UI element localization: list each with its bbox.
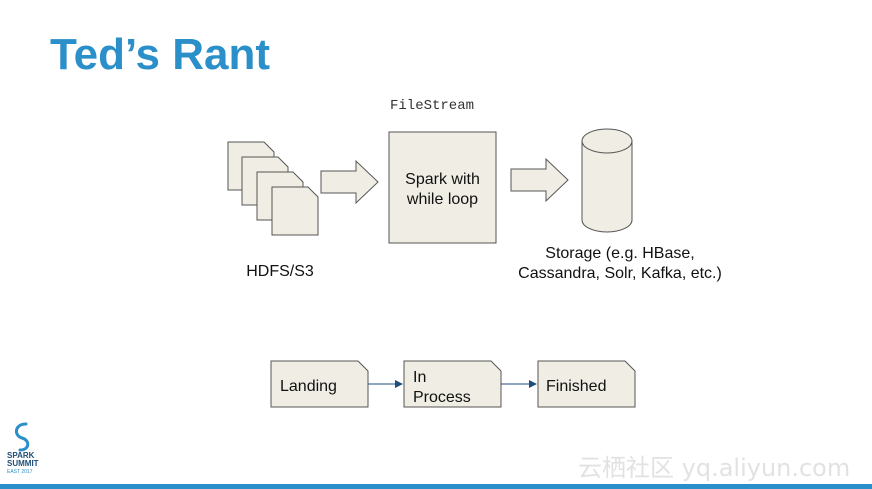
storage-label-line2: Cassandra, Solr, Kafka, etc.) (518, 265, 722, 282)
block-arrow-1 (320, 159, 379, 205)
logo-line2: SUMMIT (7, 459, 39, 468)
logo-line1: SPARK (7, 451, 35, 460)
spark-box-label: Spark with while loop (389, 170, 496, 210)
stage-box-finished (537, 360, 636, 408)
footer-bar (0, 484, 872, 489)
stage-label-finished: Finished (546, 378, 607, 395)
storage-label: Storage (e.g. HBase, Cassandra, Solr, Ka… (490, 244, 750, 284)
stage-label-in-process-line1: In (413, 369, 427, 386)
spark-summit-logo-text: SPARK SUMMIT EAST 2017 (7, 452, 39, 476)
storage-cylinder-icon (581, 128, 633, 233)
file-doc-4 (271, 186, 319, 236)
file-stack-icon (227, 141, 319, 236)
slide-title: Ted’s Rant (50, 30, 271, 79)
stage-box-in-process (403, 360, 502, 408)
stage-box-landing (270, 360, 369, 408)
spark-summit-logo-icon (15, 422, 30, 452)
stage-label-landing: Landing (280, 378, 337, 395)
watermark: 云栖社区 yq.aliyun.com (578, 454, 851, 482)
block-arrow-2 (510, 157, 569, 203)
logo-line3: EAST 2017 (7, 469, 33, 475)
stage-label-in-process-line2: Process (413, 389, 471, 406)
spark-box-line1: Spark with (405, 171, 480, 188)
spark-box (388, 131, 497, 244)
stage-label-in-process: In Process (413, 368, 471, 408)
source-label: HDFS/S3 (246, 263, 314, 280)
spark-box-line2: while loop (406, 191, 479, 208)
filestream-label: FileStream (390, 98, 475, 114)
storage-label-line1: Storage (e.g. HBase, (545, 245, 695, 262)
